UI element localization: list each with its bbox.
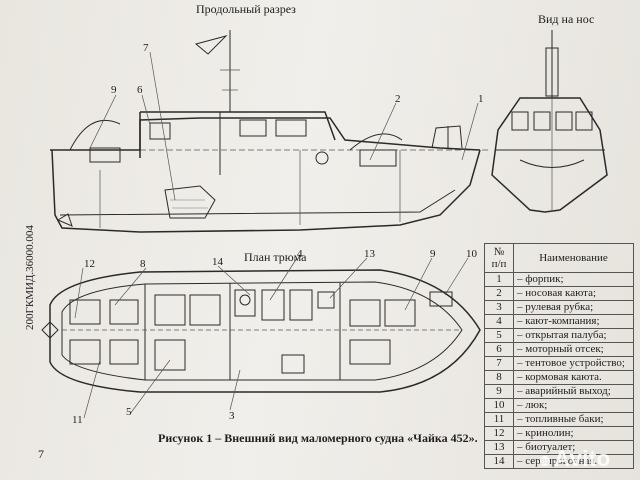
legend-row: 1– форпик;: [484, 272, 634, 287]
deck-plan-title: План трюма: [244, 250, 307, 264]
deck-plan-drawing: [41, 257, 481, 419]
bow-view-title: Вид на нос: [538, 12, 595, 26]
legend-row: 2– носовая каюта;: [484, 286, 634, 301]
legend-row-num: 4: [484, 314, 514, 329]
legend-row-name: – кринолин;: [513, 426, 634, 441]
figure-caption: Рисунок 1 – Внешний вид маломерного судн…: [158, 431, 478, 445]
callout-12: 12: [84, 258, 95, 270]
legend-header-name: Наименование: [513, 243, 634, 273]
legend-row-num: 13: [484, 440, 514, 455]
callout-9: 9: [111, 84, 117, 96]
callout-4: 4: [297, 248, 303, 260]
callout-6: 6: [137, 84, 143, 96]
legend-row-num: 8: [484, 370, 514, 385]
legend-header-row: № п/п Наименование: [484, 243, 634, 273]
legend-row: 4– кают-компания;: [484, 314, 634, 329]
legend-row-num: 6: [484, 342, 514, 357]
legend-row-num: 1: [484, 272, 514, 287]
legend-row-name: – носовая каюта;: [513, 286, 634, 301]
bow-view-drawing: [491, 30, 608, 213]
legend-row: 11– топливные баки;: [484, 412, 634, 427]
longitudinal-section-drawing: [50, 30, 490, 233]
callout-8: 8: [140, 258, 146, 270]
legend-row: 10– люк;: [484, 398, 634, 413]
legend-row-name: – аварийный выход;: [513, 384, 634, 399]
legend-row-name: – кают-компания;: [513, 314, 634, 329]
legend-row: 3– рулевая рубка;: [484, 300, 634, 315]
legend-row-name: – кормовая каюта.: [513, 370, 634, 385]
callout-1: 1: [478, 93, 484, 105]
callout-14: 14: [212, 256, 223, 268]
legend-row-num: 5: [484, 328, 514, 343]
legend-row: 9– аварийный выход;: [484, 384, 634, 399]
watermark-text: Avito: [554, 446, 611, 471]
legend-row-name: – рулевая рубка;: [513, 300, 634, 315]
legend-row-num: 2: [484, 286, 514, 301]
legend-row-name: – топливные баки;: [513, 412, 634, 427]
callout-5: 5: [126, 406, 132, 418]
legend-row-num: 10: [484, 398, 514, 413]
page-number: 7: [38, 447, 44, 461]
legend-row-num: 14: [484, 454, 514, 469]
legend-row: 13– биотуалет;: [484, 440, 634, 455]
legend-row-name: – моторный отсек;: [513, 342, 634, 357]
avito-logo-icon: [540, 456, 550, 466]
legend-row: 8– кормовая каюта.: [484, 370, 634, 385]
legend-row-name: – тентовое устройство;: [513, 356, 634, 371]
legend-body: 1– форпик;2– носовая каюта;3– рулевая ру…: [484, 272, 634, 469]
legend-row-num: 9: [484, 384, 514, 399]
document-code: 200ГКМИД.36000.004: [24, 225, 36, 330]
callout-9-plan: 9: [430, 248, 436, 260]
callout-2: 2: [395, 93, 401, 105]
callout-7: 7: [143, 42, 149, 54]
legend-row-num: 11: [484, 412, 514, 427]
legend-row: 7– тентовое устройство;: [484, 356, 634, 371]
section-title: Продольный разрез: [196, 2, 296, 16]
legend-row: 12– кринолин;: [484, 426, 634, 441]
legend-row-name: – форпик;: [513, 272, 634, 287]
callout-13: 13: [364, 248, 375, 260]
legend-row-num: 3: [484, 300, 514, 315]
legend-row-num: 7: [484, 356, 514, 371]
legend-header-num: № п/п: [484, 243, 514, 273]
avito-watermark: Avito: [540, 446, 611, 472]
legend-row: 5– открытая палуба;: [484, 328, 634, 343]
legend-row-name: – люк;: [513, 398, 634, 413]
legend-row-name: – биотуалет;: [513, 440, 634, 455]
legend-row: 6– моторный отсек;: [484, 342, 634, 357]
callout-11: 11: [72, 414, 83, 426]
legend-row-num: 12: [484, 426, 514, 441]
callout-10: 10: [466, 248, 477, 260]
callout-3: 3: [229, 410, 235, 422]
legend-row-name: – открытая палуба;: [513, 328, 634, 343]
legend-table: № п/п Наименование 1– форпик;2– носовая …: [484, 243, 634, 469]
